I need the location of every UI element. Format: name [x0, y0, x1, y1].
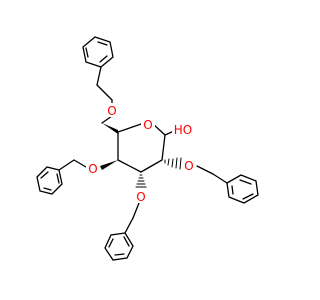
aromatic-double-bond: [239, 179, 252, 185]
ring-bond: [117, 122, 145, 133]
atom-label-o4: O: [88, 162, 97, 176]
bond: [101, 115, 113, 124]
ring-bond: [161, 134, 166, 161]
aromatic-double-bond: [99, 55, 108, 63]
aromatic-double-bond: [114, 253, 125, 256]
atom-label-hydroxyl: HO: [174, 123, 192, 137]
aromatic-double-bond: [43, 187, 52, 191]
benzyl-group-left: [36, 159, 87, 195]
aromatic-double-bond: [85, 47, 89, 58]
aromatic-double-bond: [40, 171, 49, 179]
aromatic-double-bond: [231, 185, 234, 195]
atom-label-o2: O: [184, 159, 193, 173]
aromatic-double-bond: [56, 173, 60, 184]
benzyl-group-right: [196, 165, 259, 204]
wedge-c4-o4: [100, 160, 118, 170]
phenyl-ring-left: [36, 166, 63, 195]
bond: [196, 165, 214, 175]
aromatic-double-bond: [123, 236, 130, 247]
phenyl-ring-bottom: [104, 232, 134, 261]
atom-label-o6: O: [107, 104, 116, 118]
aromatic-double-bond: [108, 238, 114, 248]
bond: [96, 66, 102, 86]
hashed-wedge-c2-o2: [164, 157, 182, 170]
bond: [73, 159, 87, 168]
aromatic-double-bond: [242, 193, 254, 200]
aromatic-double-bond: [97, 41, 108, 46]
ring-bond: [117, 159, 142, 173]
benzyl-group-bottom: [104, 202, 140, 261]
atom-labels: O O HO O O O: [86, 103, 196, 204]
hashed-wedge-c6: [102, 123, 118, 134]
ring-bond: [140, 159, 163, 173]
bond: [212, 173, 228, 184]
molecule-structure: O O HO O O O: [36, 36, 259, 261]
bond: [132, 202, 140, 219]
atom-label-o3: O: [136, 190, 145, 204]
bond: [58, 159, 75, 171]
atom-label-ring-oxygen: O: [143, 118, 152, 132]
bond: [96, 84, 113, 101]
hashed-wedge-c3-o3: [135, 174, 147, 188]
phenyl-ring-right: [226, 174, 259, 204]
benzyl-group-top: [82, 36, 114, 107]
bond: [124, 217, 134, 234]
